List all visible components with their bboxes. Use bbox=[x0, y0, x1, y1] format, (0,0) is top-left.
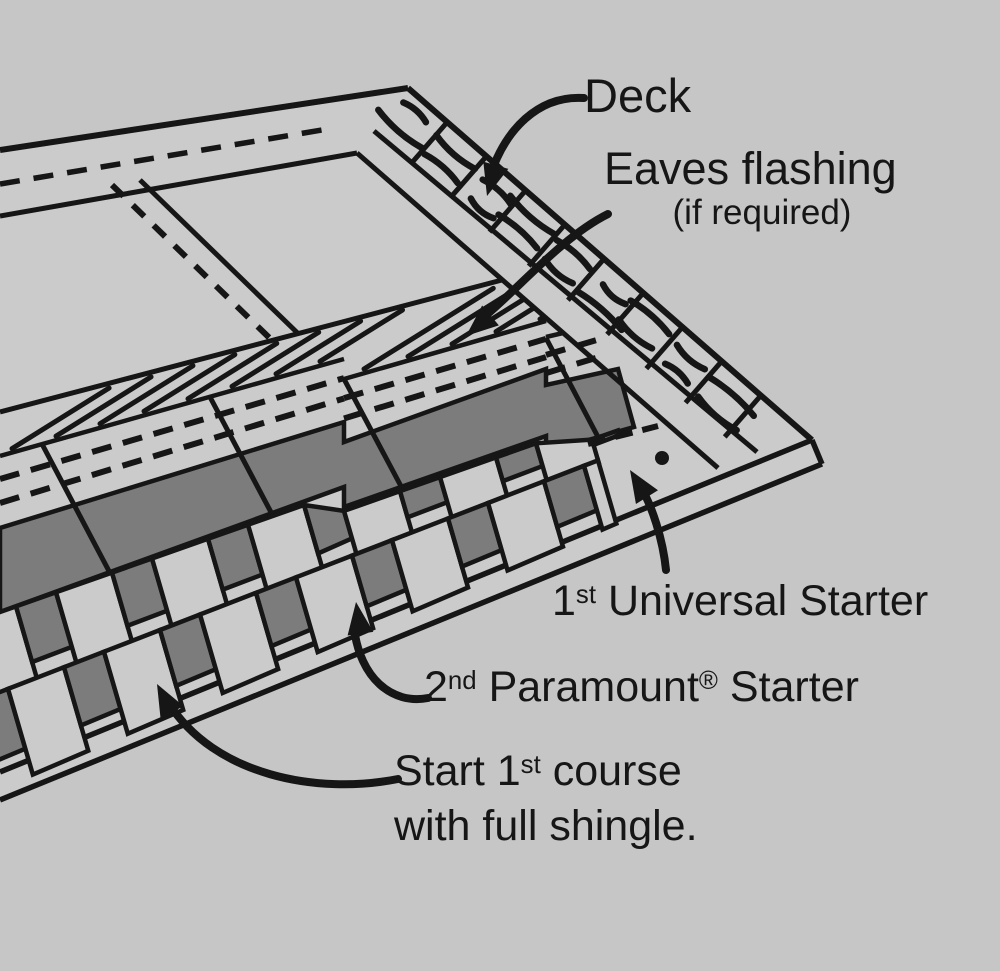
deck-label: Deck bbox=[584, 69, 692, 122]
start-course-arrow bbox=[157, 684, 402, 789]
plank-separator bbox=[566, 257, 606, 302]
nail-dot bbox=[655, 451, 669, 465]
starter-joint-lines bbox=[39, 336, 601, 575]
underlayment-top-course bbox=[0, 85, 409, 219]
deck-plank-band bbox=[375, 85, 814, 443]
underlayment-seam-lines bbox=[109, 178, 315, 357]
plank-separator bbox=[605, 291, 646, 337]
chalk-line-dashed bbox=[109, 182, 289, 357]
eaves-flashing-arrow bbox=[466, 210, 612, 336]
plank-separator bbox=[644, 325, 685, 371]
deck-corner-thickness bbox=[809, 438, 825, 466]
universal-starter-adhesive-dashes bbox=[587, 423, 659, 447]
plank-separator bbox=[487, 188, 528, 234]
felt-lap-dashed-line bbox=[0, 126, 329, 187]
plank-separator bbox=[526, 223, 567, 268]
start-course-label-line2: with full shingle. bbox=[394, 801, 698, 850]
first-course-lower-tab-row bbox=[0, 457, 620, 778]
paramount-starter-arrow bbox=[347, 602, 432, 704]
plank-separator bbox=[448, 154, 489, 200]
universal-starter-arrow bbox=[630, 470, 670, 574]
start-course-label: Start 1st course with full shingle. bbox=[394, 744, 698, 853]
start-course-label-line1: Start 1st course bbox=[394, 747, 682, 795]
eaves-flashing-label: Eaves flashing (if required) bbox=[604, 146, 920, 230]
eaves-flashing-label-line1: Eaves flashing bbox=[604, 143, 897, 194]
plank-separator bbox=[683, 359, 724, 405]
rake-edge bbox=[406, 85, 814, 443]
universal-starter-exposed bbox=[587, 423, 669, 465]
plank-separator bbox=[409, 120, 450, 166]
paramount-starter-label: 2nd Paramount® Starter bbox=[424, 663, 859, 711]
paramount-starter-band bbox=[0, 365, 637, 615]
universal-starter-label: 1st Universal Starter bbox=[552, 577, 929, 625]
deck-arrow bbox=[483, 93, 588, 196]
rake-margin bbox=[355, 129, 759, 470]
eaves-flashing-label-line2: (if required) bbox=[672, 193, 852, 232]
